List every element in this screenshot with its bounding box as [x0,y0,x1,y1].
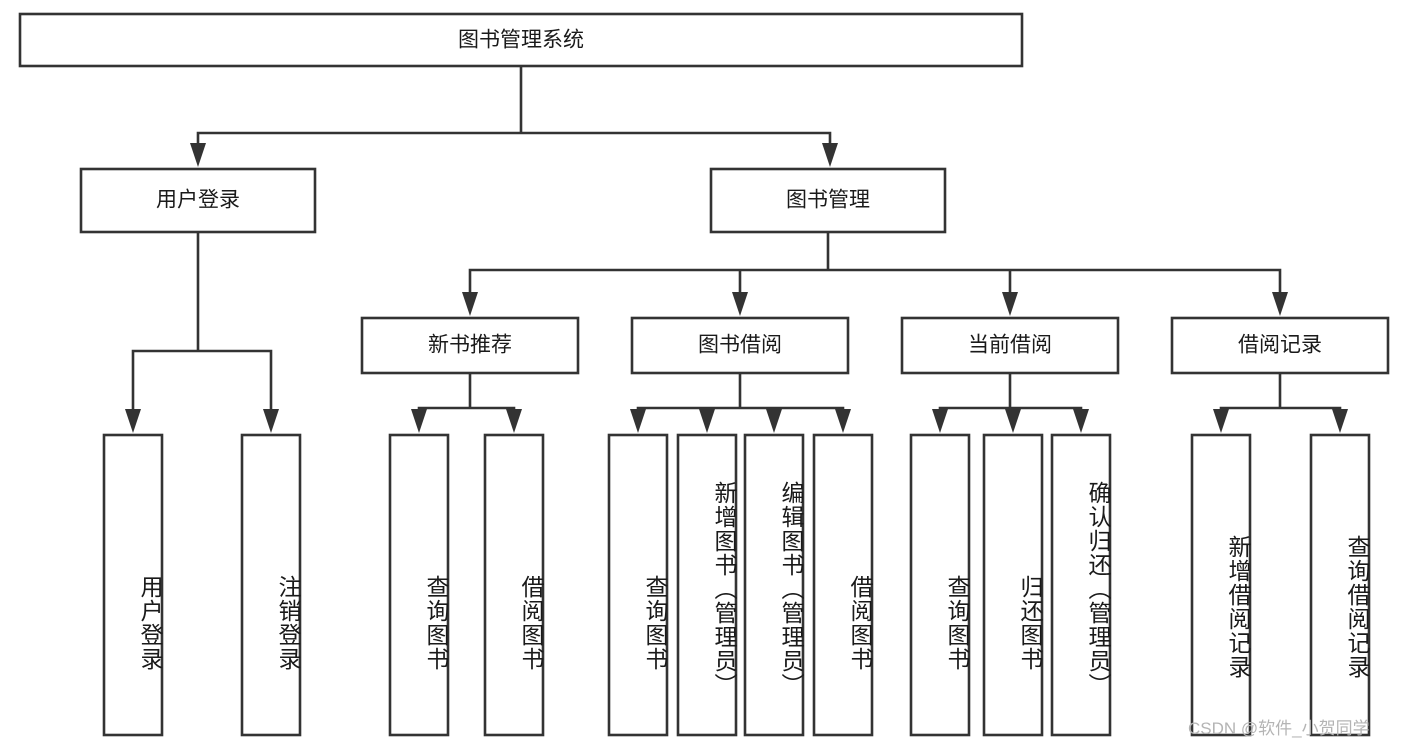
arrow-to-borrow-record [1272,292,1288,316]
node-new-book-rec[interactable]: 新书推荐 [360,316,580,375]
arrow-to-user-login [190,143,206,167]
node-book-borrow[interactable]: 图书借阅 [630,316,850,375]
node-root-box [18,12,1024,68]
arrow-to-new-book-rec [462,292,478,316]
arrow-to-leaf-edit-book [766,409,782,433]
node-book-borrow-label: 图书借阅 [698,334,782,357]
arrow-to-leaf-user-login [125,409,141,433]
leaf-return-book-box[interactable] [982,433,1044,737]
leaf-borrow-book-2-box[interactable] [812,433,874,737]
node-book-manage[interactable]: 图书管理 [709,167,947,234]
edge-user-login-trunk [131,230,273,415]
node-borrow-record[interactable]: 借阅记录 [1170,316,1390,375]
node-new-book-rec-box [360,316,580,375]
arrow-to-leaf-user-logout [263,409,279,433]
arrow-to-leaf-borrow-book-2 [835,409,851,433]
leaf-user-login-box[interactable] [102,433,164,737]
node-root-label: 图书管理系统 [458,29,584,52]
arrow-to-leaf-borrow-book-1 [506,409,522,433]
arrow-to-leaf-return-book [1005,409,1021,433]
leaf-query-book-1-box[interactable] [388,433,450,737]
edge-new-book-rec-trunk [417,371,516,415]
node-book-manage-box [709,167,947,234]
arrow-to-leaf-add-book [699,409,715,433]
node-borrow-record-box [1170,316,1390,375]
node-root[interactable]: 图书管理系统 [18,12,1024,68]
node-borrow-record-label: 借阅记录 [1238,334,1322,357]
edge-book-manage-trunk [468,230,1282,298]
arrow-to-leaf-query-book-3 [932,409,948,433]
arrow-to-leaf-add-record [1213,409,1229,433]
leaf-add-book-box[interactable] [676,433,738,737]
leaf-query-record-box[interactable] [1309,433,1371,737]
arrow-to-current-borrow [1002,292,1018,316]
arrow-to-leaf-query-record [1332,409,1348,433]
edge-book-borrow-trunk [636,371,845,415]
arrow-to-leaf-query-book-1 [411,409,427,433]
arrow-to-book-manage [822,143,838,167]
node-user-login-label: 用户登录 [156,189,240,212]
arrow-to-leaf-query-book-2 [630,409,646,433]
edge-current-borrow-trunk [938,371,1083,415]
leaf-edit-book-box[interactable] [743,433,805,737]
leaf-confirm-return-box[interactable] [1050,433,1112,737]
node-user-login-box [79,167,317,234]
leaf-borrow-book-1-box[interactable] [483,433,545,737]
arrow-to-book-borrow [732,292,748,316]
arrow-to-leaf-confirm-return [1073,409,1089,433]
node-current-borrow-label: 当前借阅 [968,334,1052,357]
edges-group [125,64,1348,433]
leaf-query-book-2-box[interactable] [607,433,669,737]
node-book-manage-label: 图书管理 [786,189,870,212]
edge-borrow-record-trunk [1219,371,1342,415]
edge-root-trunk [196,64,832,149]
node-user-login[interactable]: 用户登录 [79,167,317,234]
node-current-borrow[interactable]: 当前借阅 [900,316,1120,375]
node-book-borrow-box [630,316,850,375]
leaf-boxes-group [102,433,1371,737]
csdn-watermark: CSDN @软件_小贺同学 [1188,719,1370,738]
leaf-query-book-3-box[interactable] [909,433,971,737]
leaf-user-logout-box[interactable] [240,433,302,737]
leaf-add-record-box[interactable] [1190,433,1252,737]
node-current-borrow-box [900,316,1120,375]
node-new-book-rec-label: 新书推荐 [428,334,512,357]
